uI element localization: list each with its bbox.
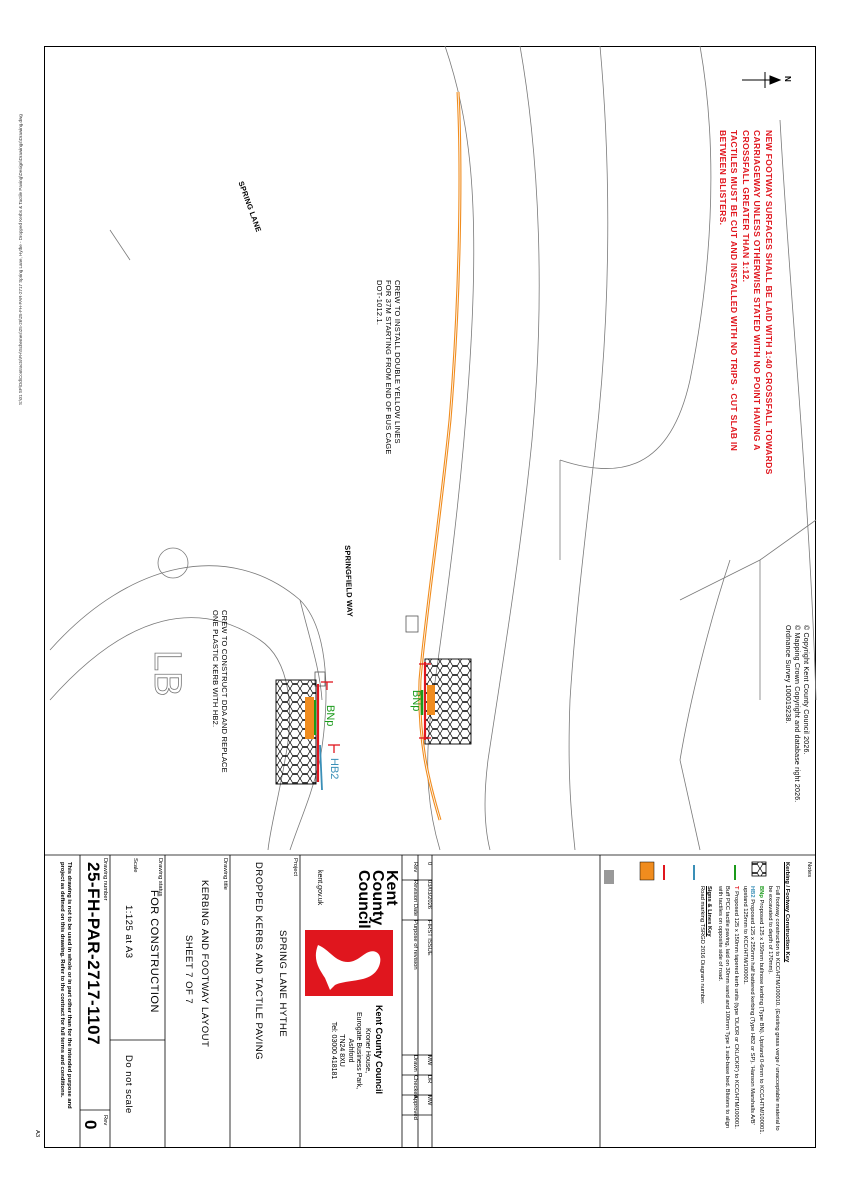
- address-line: Tel: 03000 418181: [330, 1021, 337, 1080]
- copyright: © Copyright Kent County Council 2026. © …: [783, 625, 810, 802]
- key-code: HB2: [749, 886, 755, 898]
- disclaimer-line: This drawing is not to be used in whole …: [66, 862, 72, 1109]
- note-line: CROSSFALL GREATER THAN 1:12.: [741, 130, 751, 283]
- approved-col: Approved: [412, 1095, 418, 1120]
- revision-row: 0 03/03/2026 FIRST ISSUE MW DR MW: [425, 862, 432, 1115]
- checked-col: Checked: [412, 1075, 418, 1098]
- key-item: Full footway construction to KCC/HTM/100…: [767, 886, 780, 1131]
- construction-notes: NEW FOOTWAY SURFACES SHALL BE LAID WITH …: [717, 130, 774, 475]
- lines-header: Signs & Lines Key: [706, 886, 712, 937]
- address-line: Ashford: [347, 1038, 354, 1063]
- note-line: CREW TO INSTALL DOUBLE YELLOW LINES: [393, 280, 402, 444]
- project-name: SPRING LANE HYTHE: [277, 930, 288, 1038]
- do-not-scale: Do not scale: [123, 1055, 134, 1114]
- revision-header-row: Rev Revision Date Purpose of revision Dr…: [411, 862, 418, 1120]
- sheet-number: SHEET 7 OF 7: [183, 935, 194, 1005]
- address-line: TN24 8XU: [338, 1034, 346, 1067]
- website: kent.gov.uk: [316, 870, 323, 906]
- lines-item: Road marking TSRGD 2016 Diagram number.: [699, 886, 705, 1005]
- council-address: Kroner House, Eurogate Business Park, As…: [329, 1012, 371, 1090]
- logo-text: Kent County Council: [355, 870, 400, 929]
- drawing-status: FOR CONSTRUCTION: [148, 890, 160, 1013]
- key-code: T: [733, 886, 739, 890]
- key-text: Proposed 125 x 150mm bullnose kerbing (T…: [758, 899, 764, 1135]
- note-line: CREW TO CONSTRUCT DDA AND REPLACE: [220, 610, 229, 773]
- address-line: Kroner House,: [364, 1027, 371, 1074]
- rev-col: Rev: [412, 862, 418, 873]
- note-line: DOT-1012.1.: [375, 280, 384, 326]
- tag-bnp-south: BNp: [324, 705, 336, 727]
- rev-date: 03/03/2026: [426, 880, 432, 910]
- disclaimer: This drawing is not to be used in whole …: [58, 862, 72, 1109]
- scale-value: 1:125 at A3: [123, 905, 134, 959]
- rev-label: Rev: [102, 1115, 108, 1126]
- notes-header: Notes: [806, 862, 812, 878]
- disclaimer-line: project as defined on this drawing. Refe…: [59, 862, 65, 1098]
- north-label: N: [783, 76, 792, 82]
- note-line: TACTILES MUST BE CUT AND INSTALLED WITH …: [729, 130, 740, 452]
- council-name: Kent County Council: [374, 1005, 384, 1094]
- note-line: FOR 37M STARTING FROM END OF BUS CAGE: [384, 280, 393, 455]
- drawing-number: 25-FH-PAR-2717-1107: [84, 862, 103, 1046]
- lb-label: LB: [146, 650, 188, 696]
- rev-checked: DR: [426, 1075, 432, 1084]
- paper-size: A3: [34, 1130, 40, 1138]
- rev-number: 0: [81, 1120, 100, 1130]
- yellow-lines-note: CREW TO INSTALL DOUBLE YELLOW LINES FOR …: [375, 280, 402, 455]
- key-text: Proposed 125 x 150mm tapered kerb units …: [733, 891, 739, 1129]
- note-line: BETWEEN BLISTERS.: [718, 130, 728, 226]
- rev-date-col: Revision Date: [412, 880, 418, 917]
- key-list: Full footway construction to KCC/HTM/100…: [698, 886, 780, 1136]
- key-item: HB2 Proposed 125 x 255mm half battered k…: [741, 886, 755, 1136]
- note-line: ONE PLASTIC KERB WITH HB2.: [211, 610, 220, 728]
- rev-drawn: MW: [426, 1055, 432, 1066]
- tag-hb2: HB2: [328, 758, 340, 780]
- key-text: Proposed 125 x 255mm half battered kerbi…: [742, 886, 755, 1125]
- drawing-title-label: Drawing title: [222, 858, 228, 890]
- rev-approved: MW: [426, 1095, 432, 1106]
- scale-label: Scale: [132, 858, 138, 873]
- tag-bnp-north: BNp: [410, 690, 422, 712]
- rev-value: 0: [426, 862, 432, 866]
- drawing-title-line1: DROPPED KERBS AND TACTILE PAVING: [253, 862, 264, 1060]
- logo-line: County: [369, 870, 386, 926]
- rev-purpose: FIRST ISSUE: [426, 920, 432, 956]
- drawing-frame: [44, 46, 816, 1148]
- drawn-col: Drawn: [412, 1055, 418, 1072]
- address-line: Eurogate Business Park,: [355, 1012, 363, 1090]
- project-label: Project: [292, 858, 298, 877]
- copyright-line: Ordnance Survey 100019238.: [784, 625, 791, 724]
- key-item: Buff PCC tactile paving, laid on 30mm sa…: [717, 886, 730, 1129]
- logo-line: Kent: [383, 870, 400, 906]
- key-code: BNp: [758, 886, 764, 898]
- key-header: Kerbing / Footway Construction Key: [784, 862, 790, 963]
- purpose-col: Purpose of revision: [412, 920, 418, 970]
- drawing-title-line2: KERBING AND FOOTWAY LAYOUT: [199, 880, 210, 1048]
- key-item: T Proposed 125 x 150mm tapered kerb unit…: [732, 886, 739, 1136]
- key-item: BNp Proposed 125 x 150mm bullnose kerbin…: [757, 886, 764, 1136]
- note-line: NEW FOOTWAY SURFACES SHALL BE LAID WITH …: [764, 130, 774, 475]
- logo-line: Council: [355, 870, 372, 929]
- dda-note: CREW TO CONSTRUCT DDA AND REPLACE ONE PL…: [211, 610, 229, 773]
- copyright-line: © Mapping Crown Copyright and database r…: [793, 625, 800, 803]
- copyright-line: © Copyright Kent County Council 2026.: [802, 625, 809, 755]
- note-line: CARRIAGEWAY UNLESS OTHERWISE STATED WITH…: [752, 130, 763, 451]
